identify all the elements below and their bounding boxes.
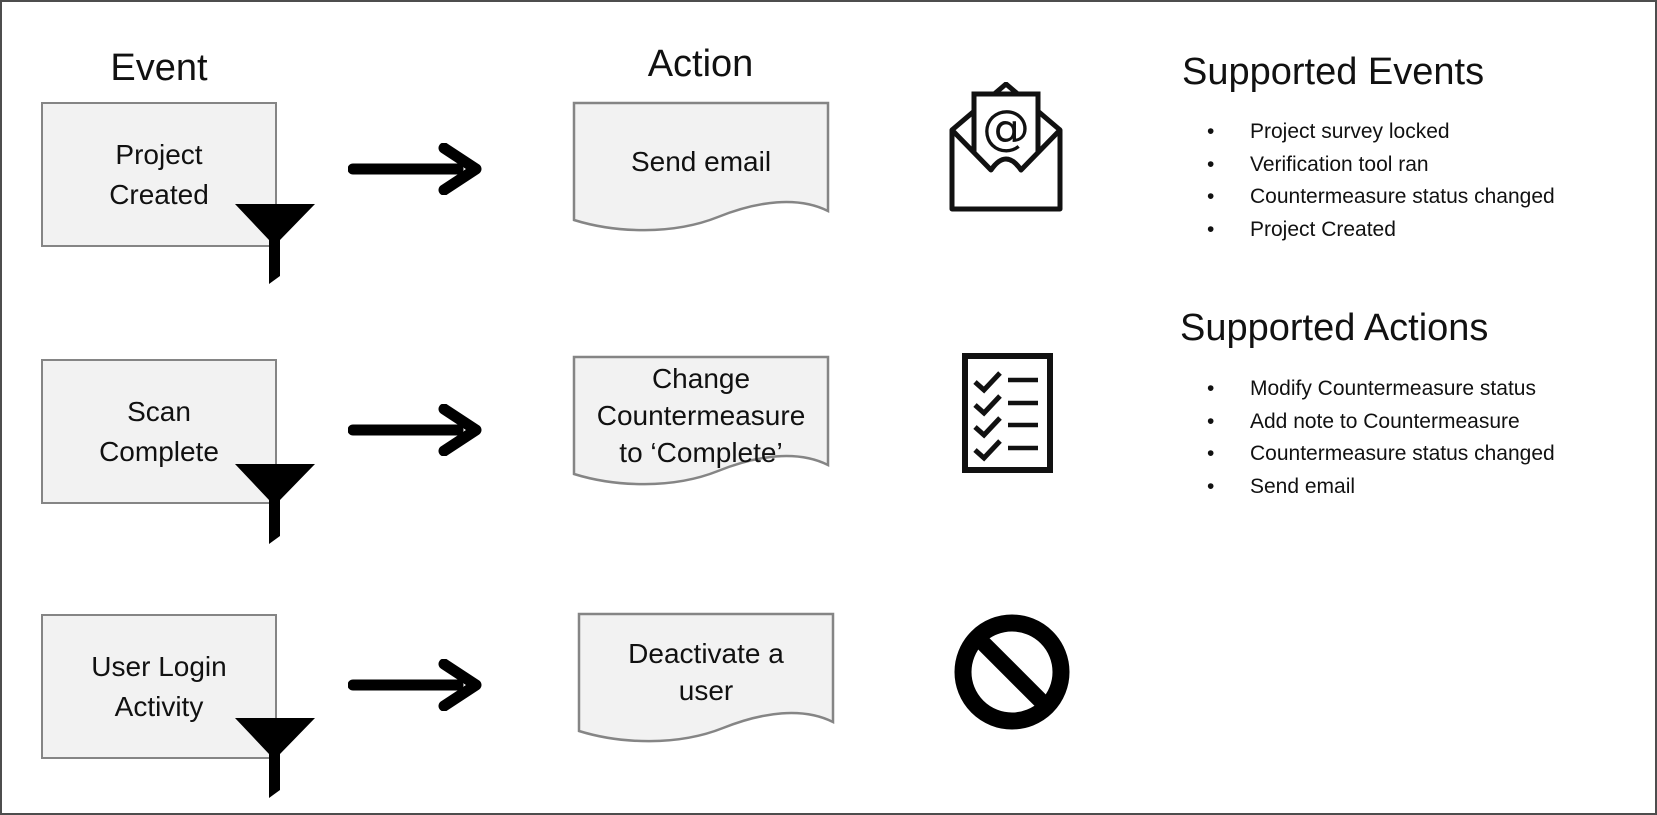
list-item: Countermeasure status changed xyxy=(1182,181,1642,214)
event-box-user-login-activity: User Login Activity xyxy=(41,614,277,759)
right-arrow-icon xyxy=(348,404,482,456)
event-box-scan-complete: Scan Complete xyxy=(41,359,277,504)
list-item: Modify Countermeasure status xyxy=(1182,373,1642,406)
action-document-shape xyxy=(577,612,835,743)
event-box-label: Project Created xyxy=(109,138,209,210)
event-box-project-created: Project Created xyxy=(41,102,277,247)
supported-events-list: Project survey locked Verification tool … xyxy=(1182,116,1642,246)
prohibition-icon xyxy=(954,614,1070,730)
event-column-header: Event xyxy=(110,47,208,89)
event-box-label: Scan Complete xyxy=(99,395,219,467)
svg-text:@: @ xyxy=(982,100,1030,156)
filter-funnel-icon xyxy=(235,718,315,798)
checklist-icon xyxy=(962,353,1053,473)
list-item: Project survey locked xyxy=(1182,116,1642,149)
filter-funnel-icon xyxy=(235,204,315,284)
list-item: Add note to Countermeasure xyxy=(1182,406,1642,439)
supported-events-title: Supported Events xyxy=(1182,51,1485,93)
action-document-shape xyxy=(572,101,830,232)
action-column-header: Action xyxy=(647,43,754,85)
filter-funnel-icon xyxy=(235,464,315,544)
right-arrow-icon xyxy=(348,659,482,711)
list-item: Project Created xyxy=(1182,214,1642,247)
email-envelope-icon: @ xyxy=(949,82,1063,212)
right-arrow-icon xyxy=(348,143,482,195)
list-item: Send email xyxy=(1182,471,1642,504)
supported-actions-title: Supported Actions xyxy=(1180,307,1489,349)
supported-actions-list: Modify Countermeasure status Add note to… xyxy=(1182,373,1642,503)
list-item: Countermeasure status changed xyxy=(1182,438,1642,471)
list-item: Verification tool ran xyxy=(1182,149,1642,182)
action-document-shape xyxy=(572,355,830,486)
event-box-label: User Login Activity xyxy=(91,650,227,722)
